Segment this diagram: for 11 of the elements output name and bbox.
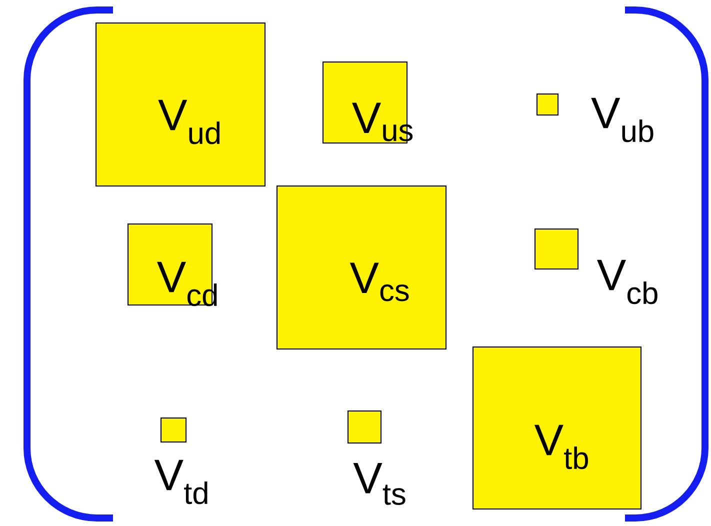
element-label: V$_{cb}$ bbox=[597, 260, 658, 304]
element-square bbox=[536, 94, 558, 116]
element-label: V$_{ts}$ bbox=[353, 463, 406, 505]
element-square bbox=[534, 228, 578, 270]
element-square bbox=[348, 410, 382, 444]
element-square bbox=[160, 418, 186, 442]
element-label: V$_{ud}$ bbox=[158, 100, 220, 144]
element-label: V$_{ub}$ bbox=[591, 98, 654, 142]
element-label: V$_{tb}$ bbox=[534, 424, 588, 470]
element-label: V$_{td}$ bbox=[154, 460, 208, 504]
element-label: V$_{cs}$ bbox=[350, 262, 409, 302]
